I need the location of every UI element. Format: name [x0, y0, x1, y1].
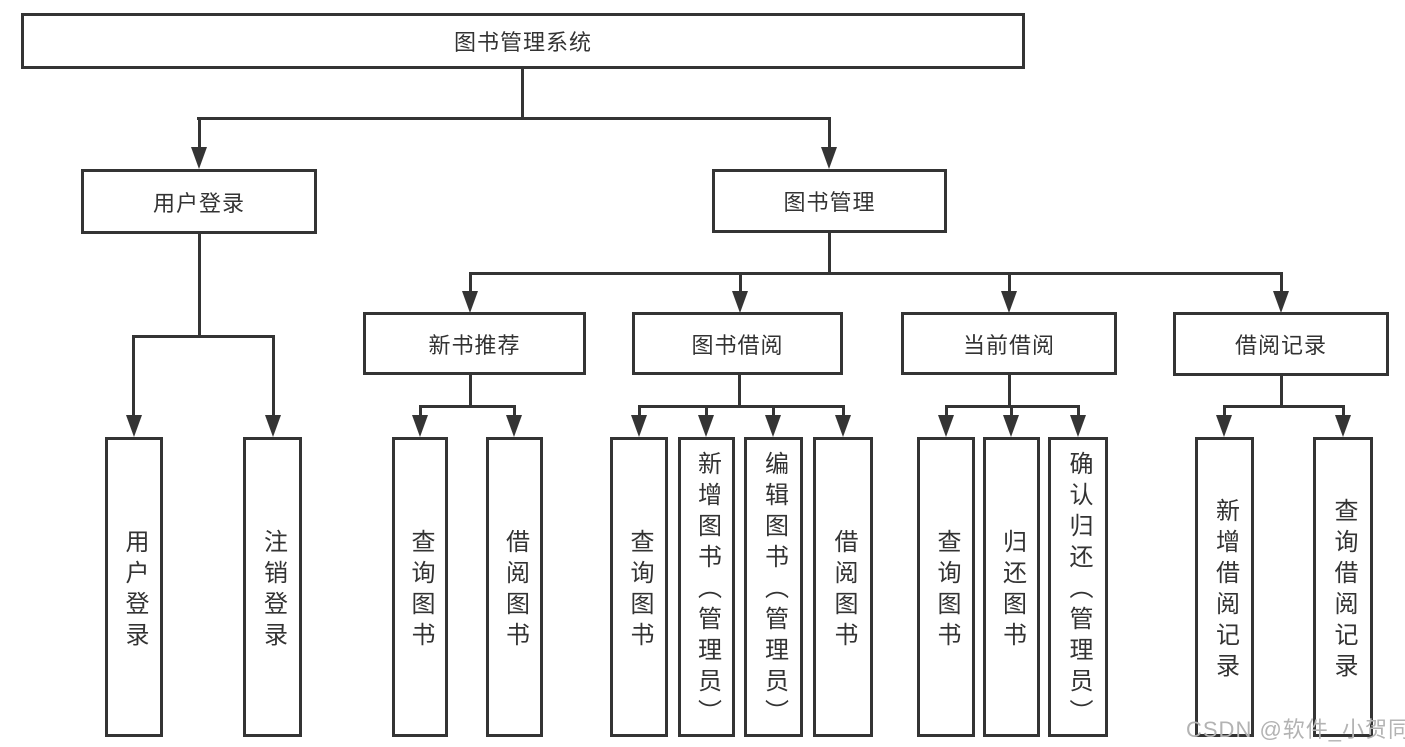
connector-line	[198, 233, 201, 337]
connector-line	[842, 405, 845, 417]
connector-line	[1008, 375, 1011, 407]
leaf-label: 新增借阅记录	[1211, 497, 1239, 684]
arrowhead-down	[191, 147, 207, 169]
leaf-label: 借阅图书	[830, 528, 857, 653]
node-current-borrow: 当前借阅	[901, 312, 1117, 375]
node-borrow-records: 借阅记录	[1173, 312, 1389, 376]
connector-line	[739, 272, 742, 293]
connector-line	[738, 375, 741, 407]
node-book-borrow: 图书借阅	[632, 312, 843, 375]
node-new-book-recommend: 新书推荐	[363, 312, 586, 375]
connector-line	[828, 117, 831, 149]
connector-line	[1342, 405, 1345, 417]
connector-line	[513, 405, 516, 417]
csdn-watermark: CSDN @软件_小贺同学	[1186, 717, 1405, 742]
leaf-return-books: 归还图书	[983, 437, 1040, 737]
connector-line	[198, 117, 201, 149]
arrowhead-down	[506, 415, 522, 437]
connector-line	[469, 375, 472, 407]
arrowhead-down	[698, 415, 714, 437]
leaf-query-books-recommend: 查询图书	[392, 437, 448, 737]
connector-line	[828, 233, 831, 275]
arrowhead-down	[412, 415, 428, 437]
connector-line	[1077, 405, 1080, 417]
connector-line	[945, 405, 948, 417]
arrowhead-down	[938, 415, 954, 437]
leaf-label: 查询图书	[626, 528, 653, 653]
leaf-query-borrow-record: 查询借阅记录	[1313, 437, 1373, 737]
leaf-borrow-books-recommend: 借阅图书	[486, 437, 543, 737]
leaf-label: 编辑图书（管理员）	[760, 451, 788, 730]
arrowhead-down	[1001, 291, 1017, 313]
connector-line	[638, 405, 641, 417]
leaf-label: 查询借阅记录	[1330, 497, 1357, 684]
arrowhead-down	[126, 415, 142, 437]
arrowhead-down	[765, 415, 781, 437]
arrowhead-down	[1003, 415, 1019, 437]
leaf-confirm-return-admin: 确认归还（管理员）	[1048, 437, 1108, 737]
arrowhead-down	[732, 291, 748, 313]
connector-line	[419, 405, 422, 417]
connector-line	[132, 335, 275, 338]
leaf-edit-books-admin: 编辑图书（管理员）	[744, 437, 803, 737]
leaf-add-books-admin: 新增图书（管理员）	[678, 437, 735, 737]
arrowhead-down	[821, 147, 837, 169]
arrowhead-down	[1216, 415, 1232, 437]
leaf-label: 查询图书	[933, 528, 960, 653]
connector-line	[197, 117, 831, 120]
connector-line	[1008, 272, 1011, 293]
leaf-label: 新增图书（管理员）	[693, 451, 721, 730]
connector-line	[1280, 376, 1283, 407]
node-user-login: 用户登录	[81, 169, 317, 234]
leaf-label: 归还图书	[998, 528, 1026, 653]
arrowhead-down	[462, 291, 478, 313]
connector-line	[469, 272, 472, 293]
leaf-query-books-borrow: 查询图书	[610, 437, 668, 737]
leaf-logout: 注销登录	[243, 437, 302, 737]
connector-line	[638, 405, 845, 408]
leaf-label: 确认归还（管理员）	[1065, 451, 1092, 730]
arrowhead-down	[1335, 415, 1351, 437]
arrowhead-down	[1070, 415, 1086, 437]
leaf-borrow-books: 借阅图书	[813, 437, 873, 737]
connector-line	[521, 68, 524, 120]
connector-line	[272, 335, 275, 417]
arrowhead-down	[631, 415, 647, 437]
leaf-label: 查询图书	[407, 528, 434, 653]
connector-line	[1223, 405, 1226, 417]
arrowhead-down	[835, 415, 851, 437]
connector-line	[1280, 272, 1283, 293]
connector-line	[1010, 405, 1013, 417]
connector-line	[469, 272, 1283, 275]
node-book-management: 图书管理	[712, 169, 947, 233]
leaf-label: 借阅图书	[501, 528, 529, 653]
leaf-add-borrow-record: 新增借阅记录	[1195, 437, 1254, 737]
leaf-user-login: 用户登录	[105, 437, 163, 737]
leaf-label: 注销登录	[259, 528, 287, 653]
arrowhead-down	[1273, 291, 1289, 313]
leaf-query-books-current: 查询图书	[917, 437, 975, 737]
arrowhead-down	[265, 415, 281, 437]
connector-line	[772, 405, 775, 417]
connector-line	[419, 405, 516, 408]
connector-line	[132, 335, 135, 417]
node-root: 图书管理系统	[21, 13, 1025, 69]
connector-line	[1223, 405, 1345, 408]
leaf-label: 用户登录	[121, 528, 148, 653]
connector-line	[705, 405, 708, 417]
